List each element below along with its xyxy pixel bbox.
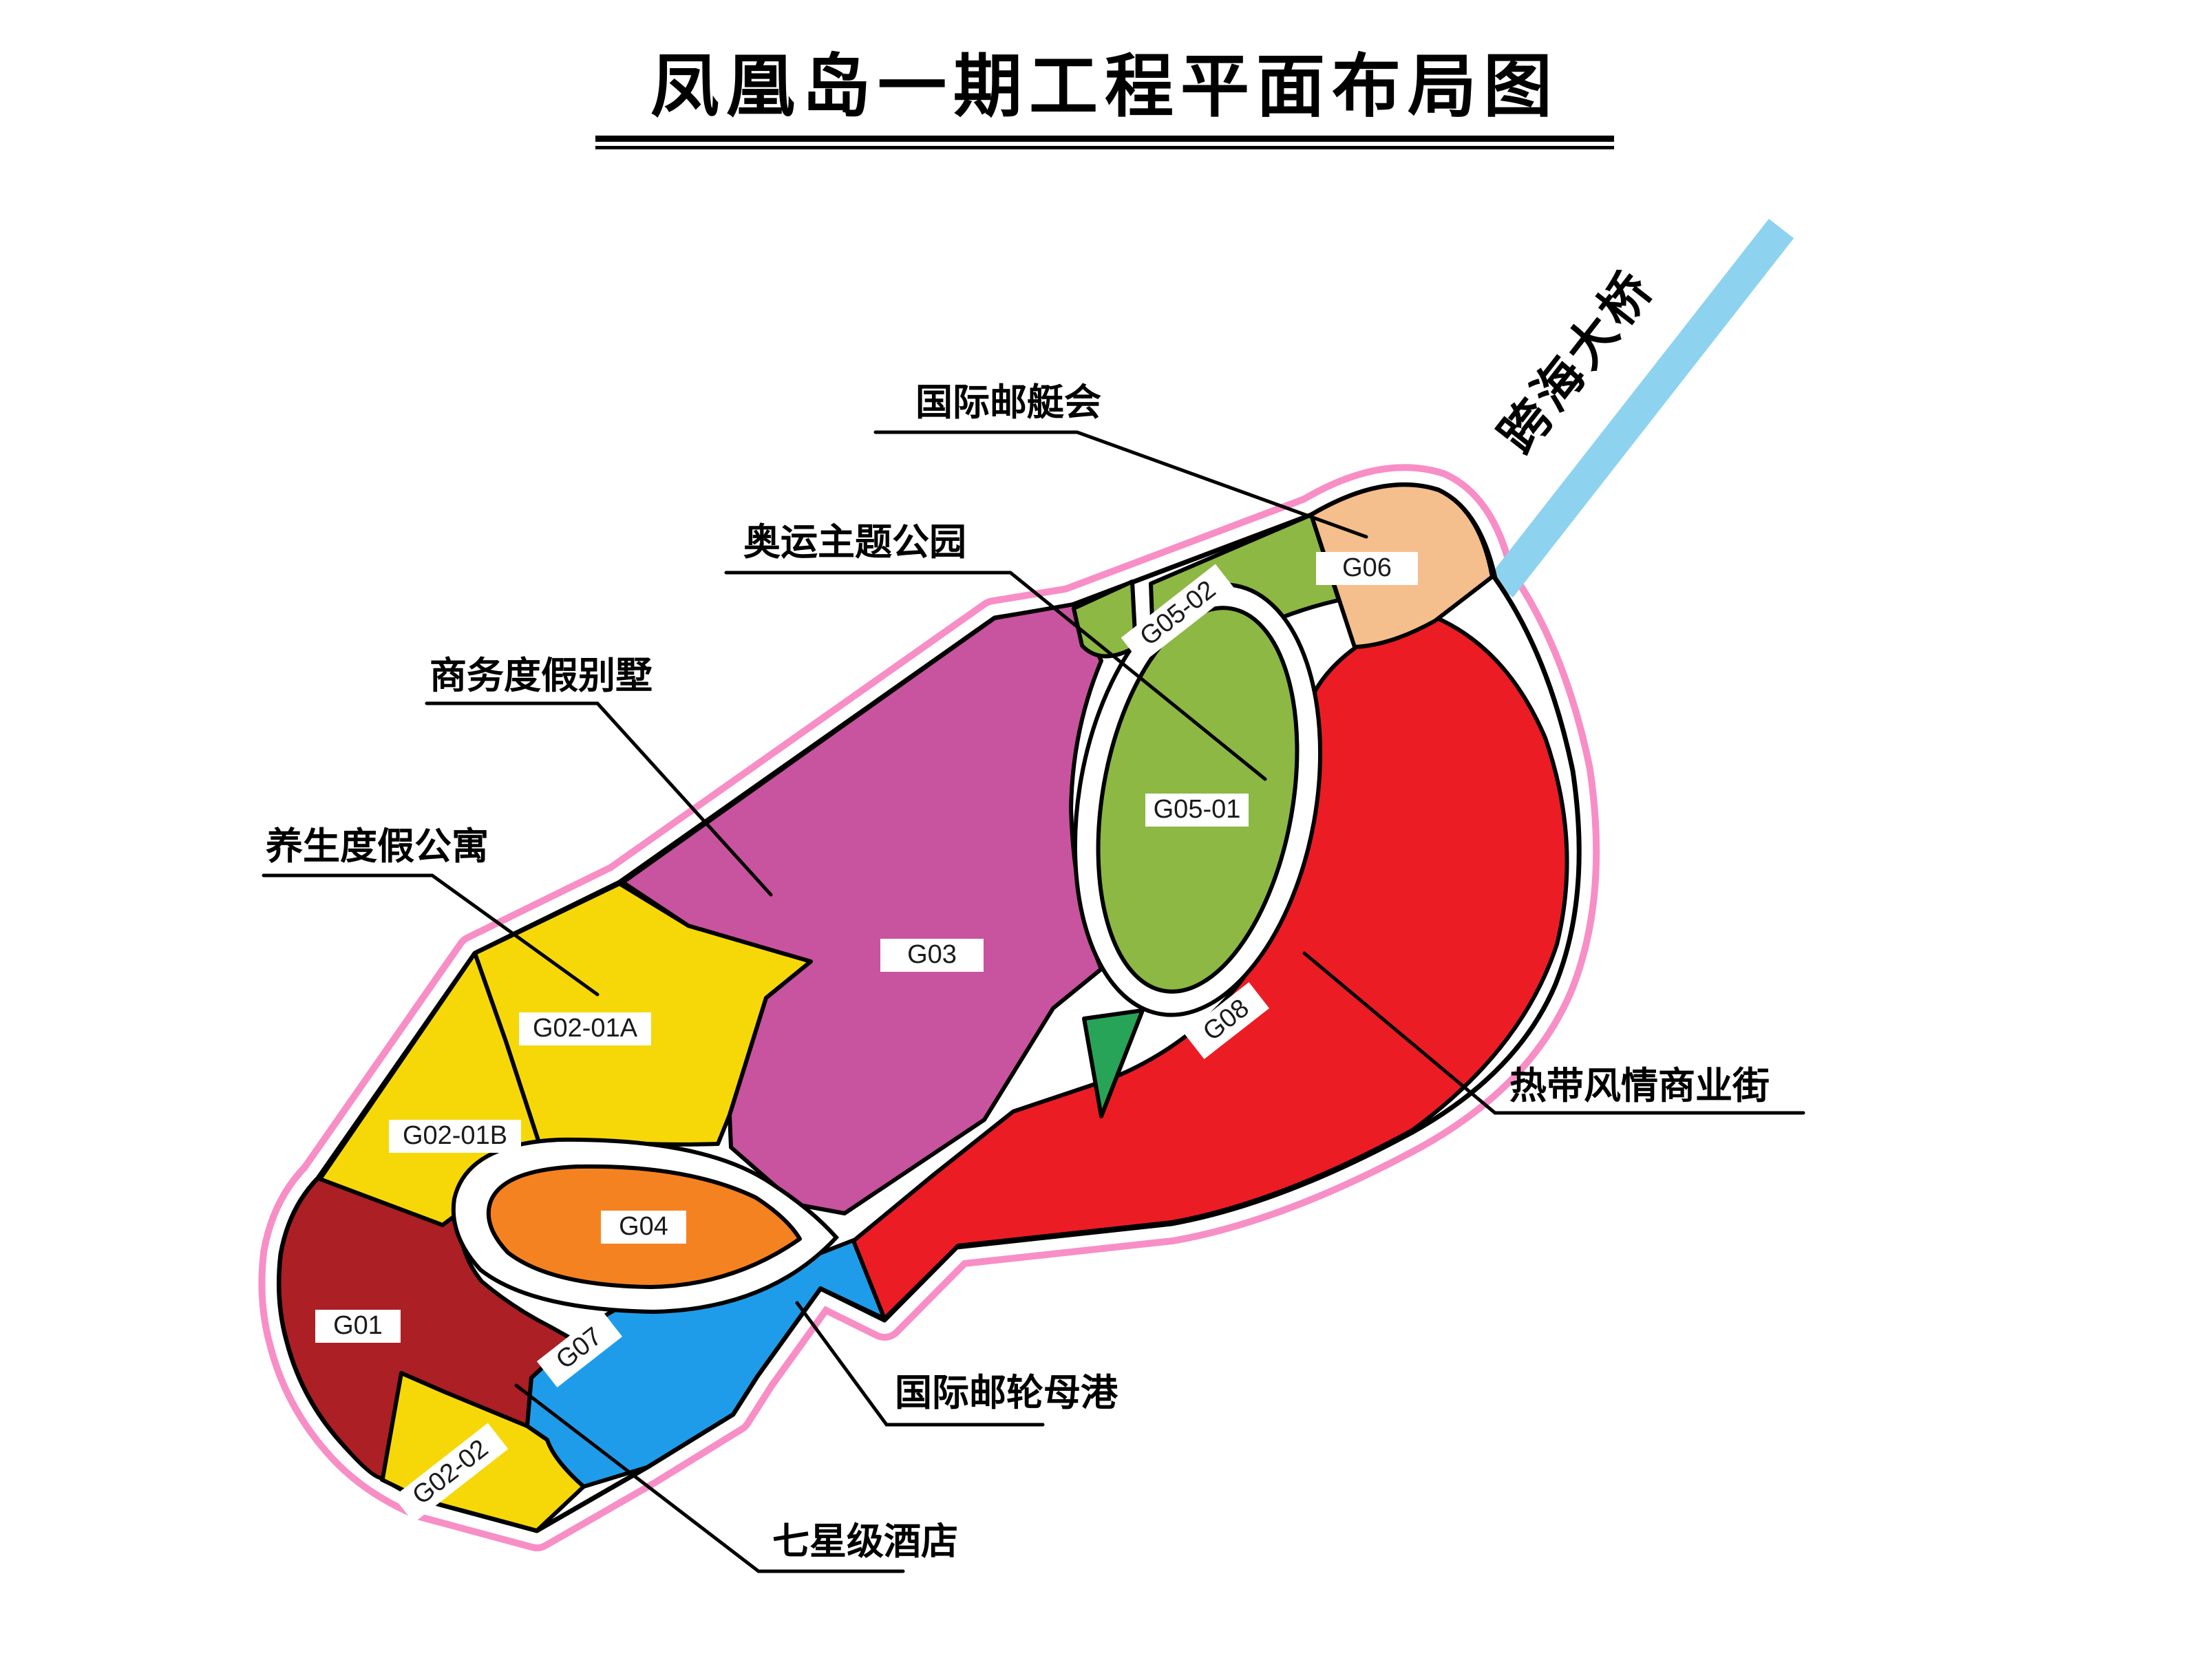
- zone-label-g04: G04: [601, 1211, 686, 1244]
- zone-label-g03: G03: [880, 939, 984, 972]
- leader-olympic-park: [724, 571, 1267, 781]
- zone-label-g02-01b: G02-01B: [389, 1120, 521, 1153]
- callout-business-villa: 商务度假别墅: [429, 655, 653, 697]
- svg-text:G01: G01: [333, 1311, 383, 1340]
- svg-text:G06: G06: [1342, 553, 1392, 582]
- sea-bridge: [1487, 218, 1794, 598]
- callout-wellness-apartment: 养生度假公寓: [266, 826, 489, 867]
- svg-text:G02-01A: G02-01A: [533, 1014, 638, 1043]
- callout-commercial-street: 热带风情商业街: [1509, 1065, 1770, 1107]
- page-title: 凤凰岛一期工程平面布局图: [650, 49, 1559, 125]
- svg-text:G03: G03: [907, 940, 957, 969]
- callout-yacht-club: 国际邮艇会: [915, 382, 1101, 423]
- callout-seven-star-hotel: 七星级酒店: [772, 1521, 958, 1562]
- zone-label-g02-01a: G02-01A: [519, 1012, 651, 1045]
- callout-cruise-port: 国际邮轮母港: [895, 1372, 1118, 1414]
- zone-green-triangle: [1082, 1008, 1145, 1118]
- callout-olympic-park: 奥运主题公园: [743, 522, 966, 563]
- title-underline-bottom: [595, 146, 1614, 149]
- zone-label-g06: G06: [1316, 552, 1418, 585]
- leader-commercial-street: [1302, 951, 1805, 1115]
- title-underline-top: [595, 136, 1614, 142]
- leader-yacht-club: [873, 430, 1368, 539]
- leader-wellness-apartment: [262, 873, 600, 997]
- leader-cruise-port: [795, 1301, 1045, 1427]
- svg-text:G05-01: G05-01: [1154, 795, 1241, 824]
- zone-label-g05-01: G05-01: [1145, 794, 1249, 827]
- zone-label-g01: G01: [315, 1310, 401, 1343]
- leader-business-villa: [425, 701, 773, 897]
- zone-g03: [621, 602, 1103, 1215]
- svg-text:G02-01B: G02-01B: [403, 1121, 507, 1150]
- leader-seven-star-hotel: [514, 1383, 905, 1573]
- callouts: 国际邮艇会 奥运主题公园 商务度假别墅 养生度假公寓 热带风情商业街 国际邮轮母…: [262, 382, 1805, 1573]
- svg-text:G04: G04: [619, 1212, 668, 1241]
